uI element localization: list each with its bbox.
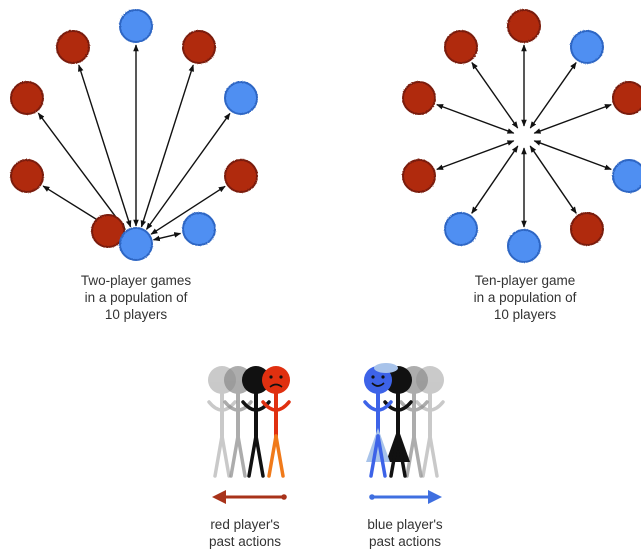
figure-leg bbox=[254, 434, 265, 478]
figure-leg bbox=[421, 434, 432, 478]
figure-arms bbox=[261, 400, 291, 412]
figure-arms bbox=[207, 400, 237, 412]
red-player-node bbox=[56, 30, 90, 64]
figure-mouth bbox=[269, 383, 283, 388]
red-player-node bbox=[507, 9, 541, 43]
interaction-arrow bbox=[529, 61, 577, 129]
interaction-arrow bbox=[471, 61, 519, 129]
interaction-arrow bbox=[533, 140, 612, 171]
red-player-node bbox=[224, 159, 258, 193]
hat-icon bbox=[374, 363, 398, 373]
black-stick-figure bbox=[241, 366, 271, 478]
interaction-arrow bbox=[152, 232, 182, 242]
figure-leg bbox=[369, 434, 380, 478]
interaction-arrow bbox=[150, 185, 226, 235]
figure-head bbox=[242, 366, 270, 394]
blue-history-arrow-tail bbox=[369, 494, 375, 500]
blue-history-caption: blue player's past actions bbox=[340, 516, 470, 550]
past-actions-figures bbox=[207, 363, 445, 504]
red-player-node bbox=[91, 214, 125, 248]
interaction-arrow bbox=[533, 103, 612, 134]
blue-stick-figure bbox=[363, 366, 393, 478]
red-player-node bbox=[402, 81, 436, 115]
ten-player-caption-line: in a population of bbox=[473, 290, 577, 305]
ten-player-caption: Ten-player game in a population of 10 pl… bbox=[432, 272, 618, 323]
figure-leg bbox=[267, 434, 278, 478]
figure-head bbox=[262, 366, 290, 394]
blue-history-caption-line: past actions bbox=[368, 534, 442, 549]
figure-eye bbox=[371, 375, 375, 379]
red-player-node bbox=[612, 81, 641, 115]
blue-history-arrowhead bbox=[428, 490, 442, 504]
red-stick-figure bbox=[261, 366, 291, 478]
two-player-caption-line: in a population of bbox=[84, 290, 188, 305]
interaction-arrow bbox=[78, 64, 132, 228]
red-history-caption: red player's past actions bbox=[180, 516, 310, 550]
figure-head bbox=[384, 366, 412, 394]
figure-arms bbox=[223, 400, 253, 412]
figure-leg bbox=[213, 434, 224, 478]
figure-arms bbox=[415, 400, 445, 412]
interaction-arrow bbox=[471, 145, 519, 214]
figure-leg bbox=[389, 434, 400, 478]
blue-player-node bbox=[507, 229, 541, 263]
red-player-node bbox=[402, 159, 436, 193]
red-history-caption-line: past actions bbox=[208, 534, 282, 549]
blue-player-node bbox=[119, 227, 153, 261]
blue-player-node bbox=[182, 212, 216, 246]
interaction-arrow bbox=[140, 64, 194, 228]
figure-leg bbox=[412, 434, 423, 478]
interaction-arrow bbox=[529, 145, 577, 214]
red-history-caption-line: red player's bbox=[210, 517, 280, 532]
figure-leg bbox=[236, 434, 247, 478]
red-player-node bbox=[444, 30, 478, 64]
figure-eye bbox=[279, 375, 283, 379]
figure-eye bbox=[269, 375, 273, 379]
figure-leg bbox=[396, 434, 407, 478]
figure-eye bbox=[381, 375, 385, 379]
figure-leg bbox=[376, 434, 387, 478]
red-history-arrowhead bbox=[212, 490, 226, 504]
blue-player-node bbox=[444, 212, 478, 246]
red-player-node bbox=[570, 212, 604, 246]
figure-arms bbox=[363, 400, 393, 412]
two-player-network bbox=[10, 9, 258, 261]
figure-leg bbox=[229, 434, 240, 478]
figure-leg bbox=[428, 434, 439, 478]
figure-leg bbox=[220, 434, 231, 478]
ten-player-caption-line: Ten-player game bbox=[474, 273, 576, 288]
blue-history-caption-line: blue player's bbox=[367, 517, 443, 532]
interaction-arrow bbox=[436, 140, 515, 171]
interaction-arrow bbox=[436, 103, 515, 134]
red-history-arrow-tail bbox=[281, 494, 287, 500]
figure-head bbox=[364, 366, 392, 394]
red-player-node bbox=[182, 30, 216, 64]
red-player-node bbox=[10, 81, 44, 115]
figure-leg bbox=[274, 434, 285, 478]
blue-player-node bbox=[570, 30, 604, 64]
ten-player-network bbox=[402, 9, 641, 263]
figure-leg bbox=[247, 434, 258, 478]
ten-player-caption-line: 10 players bbox=[493, 307, 557, 322]
figure-arms bbox=[399, 400, 429, 412]
two-player-caption: Two-player games in a population of 10 p… bbox=[43, 272, 229, 323]
red-player-node bbox=[10, 159, 44, 193]
blue-player-node bbox=[224, 81, 258, 115]
figure-mouth bbox=[371, 382, 385, 387]
two-player-caption-line: Two-player games bbox=[80, 273, 192, 288]
blue-player-node bbox=[612, 159, 641, 193]
blue-player-node bbox=[119, 9, 153, 43]
figure-leg bbox=[405, 434, 416, 478]
two-player-caption-line: 10 players bbox=[104, 307, 168, 322]
